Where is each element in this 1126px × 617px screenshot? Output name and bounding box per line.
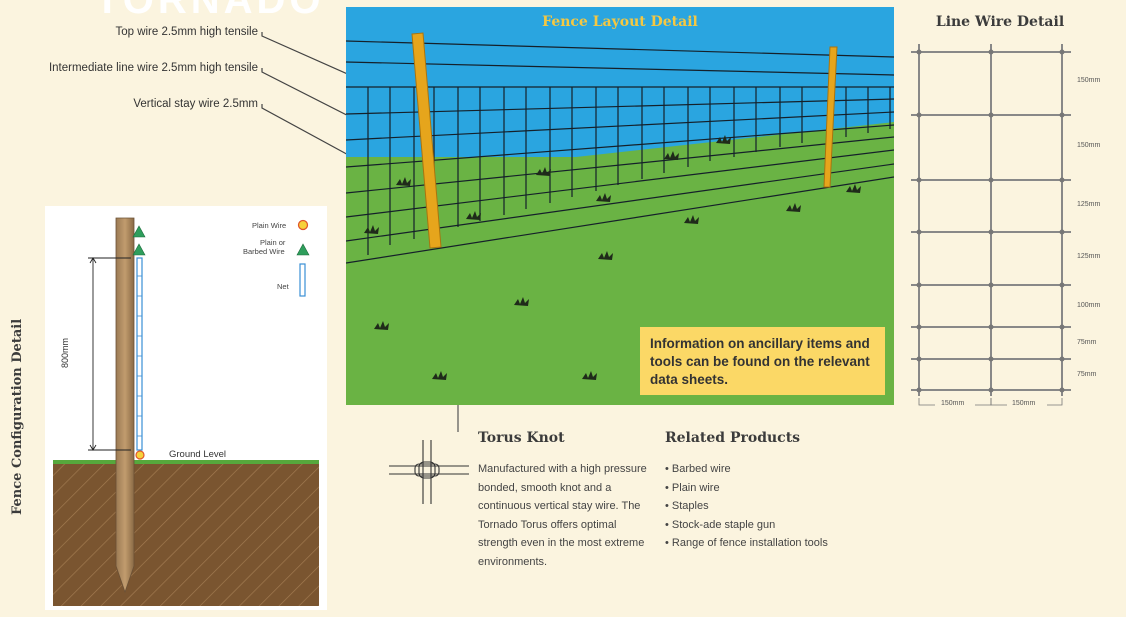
torus-description: Manufactured with a high pressure bonded…	[478, 463, 647, 568]
related-item-plain-wire: • Plain wire	[665, 481, 720, 494]
line-wire-title: Line Wire Detail	[935, 14, 1065, 30]
torus-title: Torus Knot	[478, 430, 565, 446]
brand-logo: TORNADO	[95, 0, 325, 22]
related-list: • Barbed wire • Plain wire • Staples • S…	[665, 460, 828, 553]
callout-intermediate-wire: Intermediate line wire 2.5mm high tensil…	[48, 62, 258, 74]
related-item-staples: • Staples	[665, 500, 709, 513]
barbed-marker-2	[132, 243, 146, 256]
row-label-7: 75mm	[1077, 371, 1097, 378]
legend-net: Net	[277, 282, 289, 291]
info-box: Information on ancillary items and tools…	[640, 327, 885, 395]
ground-level-label: Ground Level	[169, 449, 227, 460]
ground-line	[53, 460, 319, 464]
plain-wire-marker	[135, 450, 145, 460]
fence-config-diagram	[53, 217, 319, 606]
related-item-tools: • Range of fence installation tools	[665, 537, 828, 550]
barbed-marker-1	[132, 225, 146, 238]
fence-config-panel	[45, 206, 327, 610]
legend-plain-wire: Plain Wire	[252, 221, 287, 230]
soil	[53, 462, 319, 606]
row-label-5: 100mm	[1077, 302, 1101, 309]
col-label-1: 150mm	[941, 400, 965, 407]
legend-plain-or: Plain or	[260, 238, 286, 247]
height-label: 800mm	[60, 337, 70, 368]
fence-post-back	[823, 46, 838, 188]
row-label-4: 125mm	[1077, 253, 1101, 260]
row-label-2: 150mm	[1077, 142, 1101, 149]
related-item-staple-gun: • Stock-ade staple gun	[665, 518, 776, 531]
col-label-2: 150mm	[1012, 400, 1036, 407]
related-item-barbed-wire: • Barbed wire	[665, 463, 731, 475]
line-wire-grid	[911, 44, 1071, 406]
fence-post-front	[411, 32, 442, 249]
row-label-1: 150mm	[1077, 77, 1101, 84]
torus-knot-icon	[389, 440, 469, 504]
row-label-6: 75mm	[1077, 339, 1097, 346]
grass-tufts	[364, 135, 861, 380]
layout-title: Fence Layout Detail	[542, 14, 698, 30]
legend-barbed-wire: Barbed Wire	[243, 247, 285, 256]
post	[115, 217, 135, 594]
legend-barbed-symbol	[296, 243, 310, 256]
callout-top-wire: Top wire 2.5mm high tensile	[115, 26, 258, 38]
net-strip	[136, 257, 143, 451]
config-title: Fence Configuration Detail	[10, 318, 25, 515]
legend-net-symbol	[299, 263, 306, 297]
callout-vertical-stay: Vertical stay wire 2.5mm	[133, 98, 258, 110]
legend-plain-wire-symbol	[297, 219, 309, 231]
related-title: Related Products	[665, 430, 801, 446]
row-label-3: 125mm	[1077, 201, 1101, 208]
